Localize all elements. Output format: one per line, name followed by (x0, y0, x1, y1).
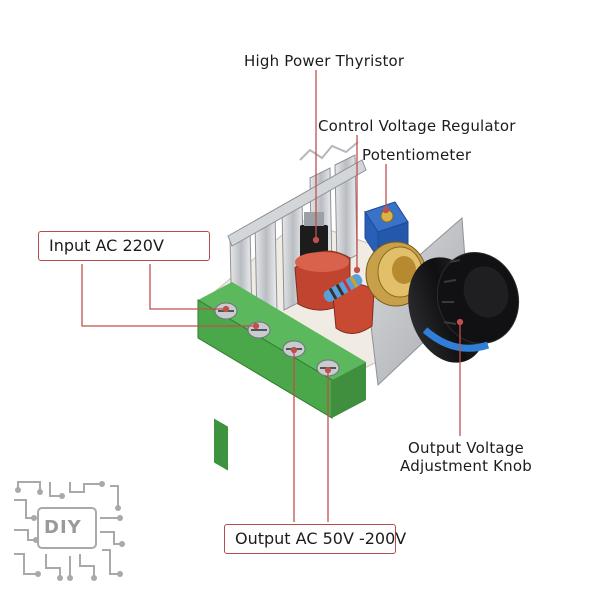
label-knob-line1: Output Voltage (408, 439, 524, 457)
terminal-screw (247, 321, 271, 339)
input-leader-1 (81, 264, 256, 327)
label-control-voltage-regulator: Control Voltage Regulator (318, 117, 516, 135)
diy-logo-text: DIY (44, 517, 82, 538)
label-knob-line2: Adjustment Knob (400, 457, 532, 475)
diy-logo: DIY (10, 478, 126, 584)
label-high-power-thyristor: High Power Thyristor (244, 52, 405, 70)
input-leader-2 (149, 264, 226, 310)
terminal-blocks (197, 282, 366, 471)
resistor (323, 274, 363, 302)
label-output-voltage-knob: Output Voltage Adjustment Knob (398, 439, 534, 475)
label-potentiometer: Potentiometer (362, 146, 472, 164)
leader-lines (81, 70, 464, 522)
label-input-ac: Input AC 220V (38, 231, 210, 261)
circuit-board-icon (14, 481, 125, 581)
label-output-ac: Output AC 50V -200V (224, 524, 406, 554)
